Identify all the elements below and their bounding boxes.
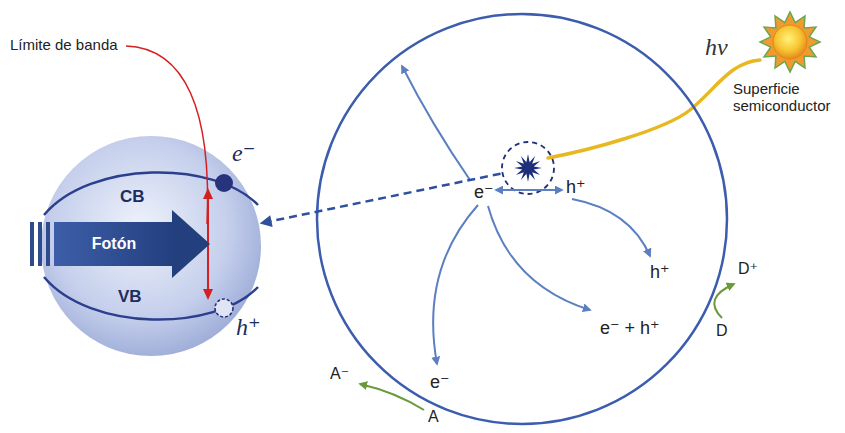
electron-dot xyxy=(215,174,233,192)
connector-arrowhead xyxy=(260,215,273,227)
carrier-label: e⁻ + h⁺ xyxy=(600,318,660,339)
carrier-label: h⁺ xyxy=(566,177,586,198)
photon-body xyxy=(54,222,174,266)
surface-circle: e⁻ h⁺ h⁺ e⁻ + h⁺ e⁻ xyxy=(315,12,729,426)
reduction-arrow xyxy=(360,384,424,410)
valence-band-line xyxy=(44,277,258,320)
photon-label: Fotón xyxy=(92,235,136,253)
excitation-halo xyxy=(502,142,554,194)
callout-label: Límite de banda xyxy=(10,36,118,53)
surface-label: Superficie semiconductor xyxy=(733,80,843,115)
species-label: A xyxy=(428,408,439,426)
carrier-label: e⁻ xyxy=(474,182,494,203)
oxidation-arrow xyxy=(714,284,734,318)
photon-stripe xyxy=(46,222,50,266)
photon-head xyxy=(172,210,210,278)
photon-stripe xyxy=(30,222,34,266)
carrier-label: h⁺ xyxy=(236,314,261,342)
electron-path xyxy=(433,205,478,364)
conduction-band-line xyxy=(44,172,258,215)
excitation-connector xyxy=(260,174,501,227)
leader-line xyxy=(126,46,208,224)
species-label: D xyxy=(716,322,728,340)
recombination-path xyxy=(488,206,590,310)
photon-stripe xyxy=(38,222,42,266)
sun-disc xyxy=(773,25,807,59)
sphere-body xyxy=(41,136,261,356)
light-ray xyxy=(548,60,760,158)
band-label: CB xyxy=(120,187,145,207)
carrier-label: h⁺ xyxy=(650,262,670,283)
hole-path xyxy=(572,199,650,256)
surface-outline xyxy=(315,12,729,426)
surface-circle-outline xyxy=(317,14,727,424)
connector-line xyxy=(269,174,500,222)
species-label: A⁻ xyxy=(330,365,349,383)
sun-rays xyxy=(760,12,820,72)
charge-separation-arrow xyxy=(496,189,562,191)
photon-arrow: Fotón xyxy=(30,210,210,278)
electron-path xyxy=(402,66,470,180)
excitation-burst xyxy=(514,154,542,182)
photon-energy-label: hv xyxy=(705,34,728,62)
band-gap-arrowhead xyxy=(203,289,213,300)
hole-circle xyxy=(215,299,233,317)
band-label: VB xyxy=(118,287,142,307)
species-label: D⁺ xyxy=(738,260,758,278)
carrier-label: e⁻ xyxy=(430,372,450,393)
carrier-label: e⁻ xyxy=(232,140,255,168)
